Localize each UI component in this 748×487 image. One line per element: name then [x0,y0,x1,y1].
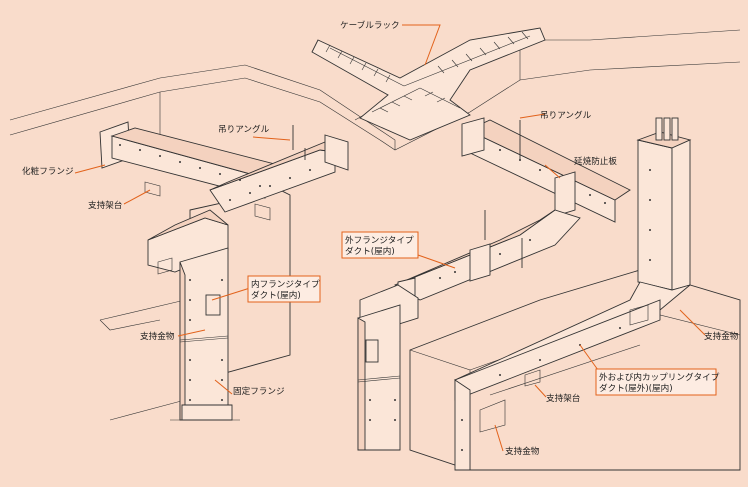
label-hanging-angle-right: 吊りアングル [540,109,592,121]
label-fixing-flange: 固定フランジ [233,385,285,397]
label-support-frame-left: 支持架台 [88,199,122,211]
leader-lines [74,24,706,452]
label-inner-flange-1: 内フランジタイプ [251,278,320,290]
label-inner-flange-2: ダクト(屋内) [251,289,301,301]
coupling-callout [595,368,717,396]
cable-rack [311,27,546,141]
label-outer-flange-2: ダクト(屋内) [345,245,395,257]
label-support-frame-right: 支持架台 [546,392,580,404]
left-duct-system [99,121,349,421]
label-coupling-1: 外および内カップリングタイプ [599,371,720,383]
label-fire-stop-plate: 延焼防止板 [574,155,617,167]
label-decorative-flange: 化粧フランジ [22,165,74,177]
label-support-bracket-right: 支持金物 [704,330,739,342]
label-cable-rack: ケーブルラック [340,19,400,31]
right-duct-system [357,117,692,471]
inner-flange-callout [247,275,321,303]
label-outer-flange-1: 外フランジタイプ [345,234,414,246]
label-coupling-2: ダクト(屋外)(屋内) [599,382,673,394]
label-support-bracket-left: 支持金物 [140,330,175,342]
label-hanging-angle-left: 吊りアングル [218,123,270,135]
label-support-bracket-bottom: 支持金物 [505,445,540,457]
outer-flange-callout [341,231,419,259]
